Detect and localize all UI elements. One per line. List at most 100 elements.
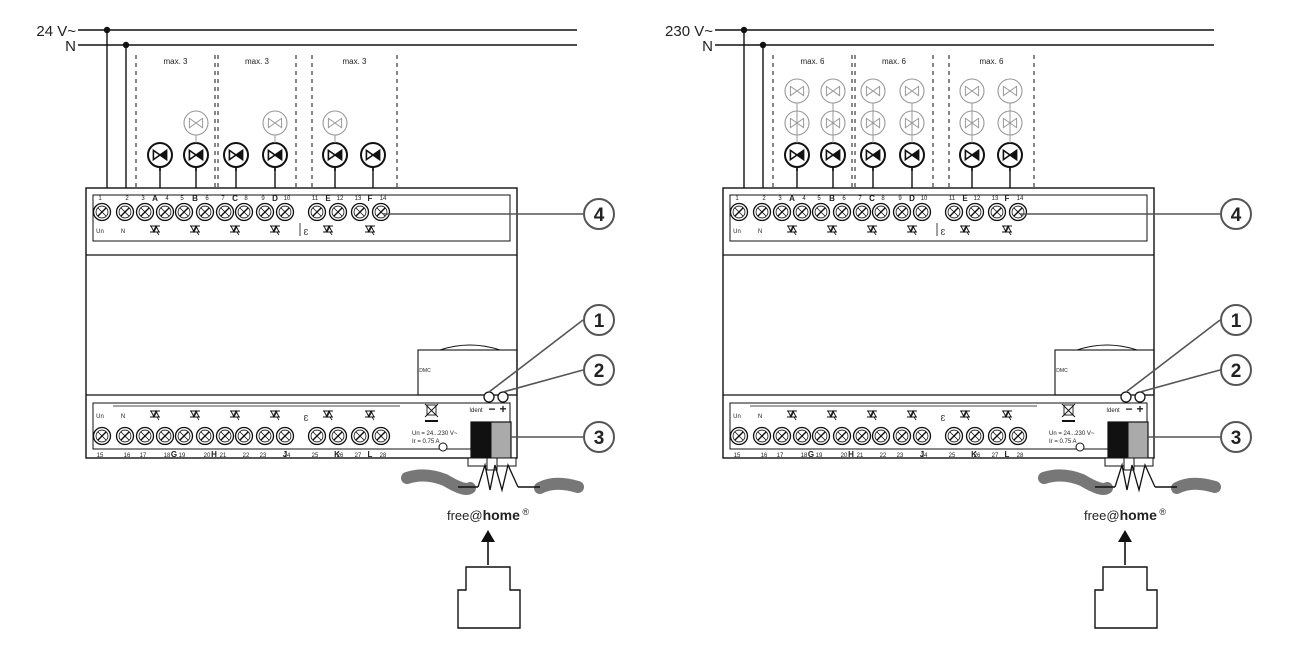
callout-leader — [1125, 319, 1221, 393]
screw-slot — [312, 207, 322, 217]
screw-slot — [280, 207, 290, 217]
terminal-number-top: 13 — [355, 196, 362, 202]
valve-left-triangle — [188, 148, 198, 162]
group-max-label: max. 3 — [245, 57, 270, 66]
valve-icon — [997, 78, 1023, 107]
valve-left-triangle — [964, 85, 973, 97]
valve-icon — [322, 110, 348, 139]
callout-circle — [583, 421, 615, 453]
terminal-number-bottom: 28 — [380, 453, 387, 459]
screw-terminal-icon — [892, 426, 912, 446]
triac-tri — [962, 409, 970, 418]
screw-terminal-icon — [912, 426, 932, 446]
cable-right — [534, 477, 584, 494]
valve-left-triangle — [267, 148, 277, 162]
callout-circle — [1220, 354, 1252, 386]
triac-tri — [867, 225, 875, 234]
screw-terminal-icon — [307, 202, 327, 222]
screw-ring — [95, 429, 109, 443]
group-max-label: max. 6 — [882, 57, 907, 66]
screw-slot — [992, 207, 1002, 217]
triac-tri — [829, 409, 837, 418]
screw-slot — [179, 207, 189, 217]
terminal-number-bottom: 26 — [337, 453, 344, 459]
screw-terminal-icon — [852, 426, 872, 446]
triac-gate — [966, 416, 970, 421]
terminal-number-bottom: 25 — [949, 453, 956, 459]
triac-tri — [150, 410, 158, 419]
valve-left-triangle — [1002, 85, 1011, 97]
triac-gate — [276, 231, 280, 236]
triac-tri — [909, 409, 917, 418]
screw-ring — [1011, 429, 1025, 443]
screw-slot — [876, 431, 886, 441]
rating-line-1: Un = 24...230 V~ — [1049, 431, 1095, 437]
screw-slot — [857, 431, 867, 441]
channel-letter-top: B — [192, 194, 198, 203]
valve-left-triangle — [327, 148, 337, 162]
terminal-number-top: 2 — [125, 196, 129, 202]
terminal-number-bottom: 28 — [1017, 453, 1024, 459]
cable-right — [1171, 477, 1221, 494]
screw-terminal-icon — [135, 426, 155, 446]
terminal-number-top: 10 — [284, 196, 291, 202]
valve-right-triangle — [971, 85, 980, 97]
valve-right-triangle — [234, 148, 244, 162]
screw-slot — [280, 431, 290, 441]
screw-slot — [734, 431, 744, 441]
blocking-symbol: Ɛ — [304, 414, 309, 423]
screw-slot — [949, 431, 959, 441]
triac-tri — [907, 225, 915, 234]
screw-slot — [970, 207, 980, 217]
callout-number: 1 — [594, 311, 605, 332]
screw-terminal-icon — [234, 202, 254, 222]
screw-slot — [160, 431, 170, 441]
dmc-arc — [1076, 344, 1138, 351]
screw-slot — [837, 431, 847, 441]
screw-ring — [855, 429, 869, 443]
screw-slot — [140, 431, 150, 441]
screw-slot — [897, 207, 907, 217]
channel-letter-top: B — [829, 194, 835, 203]
valve-icon — [997, 142, 1023, 171]
valve-icon — [959, 78, 985, 107]
callout-1: 1 — [1125, 304, 1252, 393]
n-label: N — [758, 229, 762, 235]
screw-ring — [947, 205, 961, 219]
screw-slot — [992, 431, 1002, 441]
valve-right-triangle — [195, 117, 204, 129]
screw-ring — [795, 429, 809, 443]
wire-link — [1114, 462, 1156, 493]
screw-terminal-icon — [811, 426, 831, 446]
triac-gate — [371, 231, 375, 236]
valve-left-triangle — [327, 117, 336, 129]
valve-left-triangle — [865, 85, 874, 97]
valve-right-triangle — [832, 85, 841, 97]
approval-mark-icon — [438, 442, 448, 452]
valve-icon — [262, 110, 288, 139]
triac-icon — [230, 224, 240, 236]
screw-ring — [855, 205, 869, 219]
device-housing — [722, 187, 1155, 459]
screw-terminal-icon — [965, 426, 985, 446]
group-max-label: max. 6 — [979, 57, 1004, 66]
triac-icon — [365, 224, 375, 236]
n-label: N — [121, 229, 125, 235]
valve-icon — [959, 142, 985, 171]
triac-tri — [960, 225, 968, 234]
bus-label-suffix: ® — [520, 507, 530, 517]
channel-letter-bottom: L — [368, 450, 373, 459]
triac-gate — [1008, 231, 1012, 236]
terminal-number-bottom: 18 — [164, 453, 171, 459]
valve-left-triangle — [825, 85, 834, 97]
screw-ring — [278, 205, 292, 219]
valve-left-triangle — [228, 148, 238, 162]
triac-tri — [230, 225, 238, 234]
screw-ring — [1011, 205, 1025, 219]
valve-right-triangle — [796, 117, 805, 129]
bin-body — [426, 404, 437, 416]
triac-tri — [962, 224, 970, 233]
screw-slot — [816, 207, 826, 217]
